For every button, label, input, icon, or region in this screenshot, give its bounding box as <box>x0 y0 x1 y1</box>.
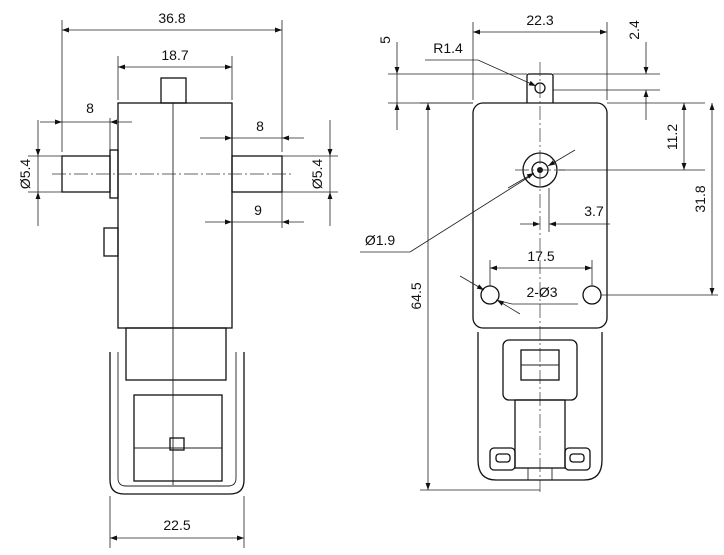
label-gearbox-width: 18.7 <box>161 47 188 63</box>
label-tab-radius: R1.4 <box>433 40 463 56</box>
label-flat-length: 9 <box>254 202 262 218</box>
motor-can <box>133 394 223 482</box>
label-overall-height: 64.5 <box>408 282 424 309</box>
motor-slot-left <box>495 453 511 463</box>
d3-arrow-a <box>459 275 485 291</box>
label-shaft-offset: 11.2 <box>664 124 680 150</box>
label-mount-holes: 2-Ø3 <box>526 284 557 300</box>
label-shaft-right-diameter: Ø5.4 <box>309 159 325 190</box>
motor-terminal <box>169 437 185 451</box>
motor-bracket <box>109 352 245 495</box>
front-view: 22.3 2.4 5 R1.4 11.2 31.8 Ø1.9 <box>360 12 718 492</box>
motor-neck <box>125 327 227 381</box>
label-shaft-right-length: 8 <box>256 118 264 134</box>
label-hub-offset: 3.7 <box>584 203 604 219</box>
label-overall-width: 36.8 <box>158 10 185 26</box>
top-stub <box>160 77 187 104</box>
label-top-width: 22.3 <box>526 12 553 28</box>
motor-can-front <box>514 399 566 469</box>
label-hub-diameter: Ø1.9 <box>365 232 396 248</box>
label-hole-spacing: 17.5 <box>527 248 554 264</box>
motor-bracket-front <box>477 332 603 481</box>
d19-arrow-a <box>507 172 535 189</box>
motor-foot-right <box>564 447 591 471</box>
motor-foot-left <box>489 447 516 471</box>
side-view: 36.8 18.7 8 8 9 Ø5.4 <box>17 10 338 548</box>
label-motor-width: 22.5 <box>163 517 190 533</box>
label-top-offset: 2.4 <box>626 20 642 40</box>
side-bump <box>103 227 119 257</box>
d3-arrow-b <box>496 299 521 315</box>
d19-arrow-b <box>547 149 576 167</box>
gearbox-body <box>117 102 233 329</box>
label-hole-spacing-height: 31.8 <box>692 185 708 212</box>
label-tab-height: 5 <box>377 36 393 44</box>
r14-leader <box>477 59 537 87</box>
label-shaft-left-diameter: Ø5.4 <box>17 159 33 190</box>
label-shaft-left-length: 8 <box>86 100 94 116</box>
motor-slot-right <box>569 453 585 463</box>
motor-bracket-inner <box>117 352 237 487</box>
